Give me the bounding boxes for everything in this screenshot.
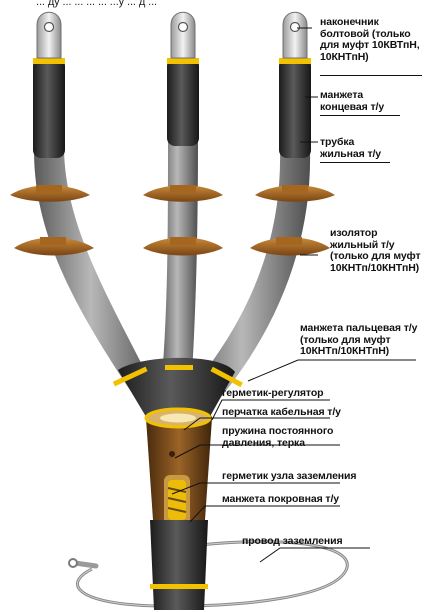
- center-end-cuff: [167, 58, 199, 146]
- center-lug-icon: [171, 12, 195, 58]
- left-lug-icon: [37, 12, 61, 58]
- label-end-cuff-underline: [320, 115, 400, 116]
- right-end-cuff: [279, 58, 311, 158]
- label-core-tube-underline: [320, 162, 390, 163]
- label-lug: наконечник болтовой (только для муфт 10К…: [320, 17, 440, 63]
- right-lug-icon: [283, 12, 307, 58]
- label-end-cuff: манжета концевая т/у: [320, 90, 420, 113]
- left-end-cuff: [33, 58, 65, 158]
- label-core-insulator: изолятор жильный т/у (только для муфт 10…: [330, 228, 440, 274]
- label-spring: пружина постоянного давления, терка: [222, 426, 362, 449]
- label-ground-sealant: герметик узла заземления: [222, 471, 382, 483]
- label-ground-wire: провод заземления: [242, 536, 372, 548]
- label-finger-cuff: манжета пальцевая т/у (только для муфт 1…: [300, 323, 440, 358]
- label-sealant-regulator: герметик-регулятор: [222, 388, 372, 400]
- spring-cutaway: [164, 475, 190, 525]
- label-cable-glove: перчатка кабельная т/у: [222, 407, 372, 419]
- header-caption: ... ду ... ... ... ... ...у ... д ...: [36, 0, 157, 9]
- cover-cuff: [150, 520, 208, 610]
- label-lug-underline: [320, 75, 422, 76]
- ground-wire-loop: [69, 542, 347, 606]
- label-cover-cuff: манжета покровная т/у: [222, 494, 372, 506]
- label-core-tube: трубка жильная т/у: [320, 137, 420, 160]
